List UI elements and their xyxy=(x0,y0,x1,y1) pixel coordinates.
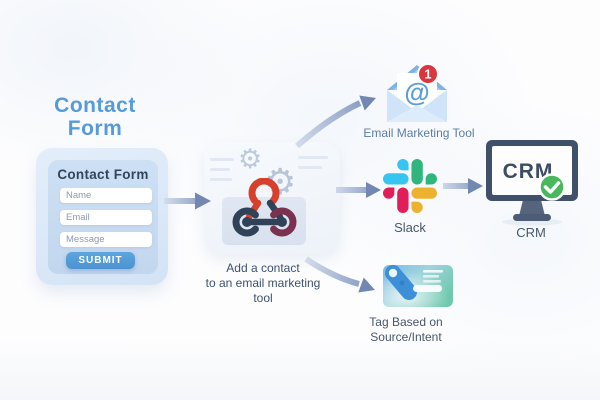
message-field[interactable] xyxy=(60,232,152,247)
monitor-base xyxy=(513,214,551,221)
crm-screen-text: CRM xyxy=(503,160,554,183)
arrow-slack-to-crm xyxy=(443,178,483,194)
webhook-dot-left xyxy=(242,217,252,227)
slack-label: Slack xyxy=(394,220,426,235)
webhook-ring-right xyxy=(270,207,297,237)
name-field[interactable] xyxy=(60,188,152,203)
badge-count: 1 xyxy=(425,68,432,82)
skeleton-line xyxy=(298,156,328,159)
tag-label-line1: Tag Based on xyxy=(369,315,443,329)
automation-caption: Add a contact to an email marketing tool xyxy=(190,261,336,306)
webhook-ring-top xyxy=(248,178,280,209)
webhook-dot-right xyxy=(277,217,287,227)
tag-label-line2: Source/Intent xyxy=(370,329,442,344)
tag-text-line xyxy=(423,280,441,283)
page-title-line2: Form xyxy=(67,117,123,140)
crm-label: CRM xyxy=(516,225,546,240)
contact-form-title: Contact Form xyxy=(57,167,149,182)
skeleton-line xyxy=(210,158,234,161)
email-field[interactable] xyxy=(60,210,152,225)
tag-hole xyxy=(388,268,398,278)
slack-yellow-shape xyxy=(411,187,437,213)
tag-bar xyxy=(413,285,442,292)
gear-icon: ⚙ xyxy=(238,144,263,174)
crm-monitor-icon: CRM xyxy=(486,140,578,226)
check-circle xyxy=(538,173,566,201)
slack-green-shape xyxy=(411,159,437,185)
notification-badge xyxy=(417,63,439,85)
page-title-line1: Contact xyxy=(54,94,136,117)
page-title: Contact Form xyxy=(29,94,161,140)
tag-label: Tag Based on Source/Intent xyxy=(351,315,461,344)
contact-form-card: Contact Form SUBMIT xyxy=(36,148,168,285)
caption-line: Add a contact xyxy=(226,261,300,275)
webhook-icon xyxy=(232,178,297,237)
skeleton-line xyxy=(298,166,322,169)
slack-blue-shape xyxy=(383,159,409,185)
check-icon xyxy=(543,181,561,194)
slack-icon xyxy=(383,159,437,213)
slack-red-shape xyxy=(383,187,409,213)
automation-card: ⚙ ⚙ xyxy=(204,142,340,254)
tag-icon xyxy=(383,265,453,307)
email-marketing-icon: @ 1 xyxy=(387,63,447,122)
envelope-front-fold xyxy=(387,105,447,122)
caption-line: tool xyxy=(253,291,273,305)
caption-line: to an email marketing xyxy=(205,276,321,290)
monitor-neck xyxy=(519,200,545,216)
contact-form-panel: Contact Form SUBMIT xyxy=(48,160,158,274)
email-marketing-label: Email Marketing Tool xyxy=(363,126,475,140)
skeleton-line xyxy=(210,178,232,181)
tag-text-line xyxy=(423,275,439,278)
webhook-ring-left xyxy=(232,207,259,237)
tag-dot xyxy=(399,280,405,286)
skeleton-line xyxy=(210,168,230,171)
arrow-automation-to-slack xyxy=(336,182,381,198)
submit-button[interactable]: SUBMIT xyxy=(66,252,135,269)
tag-text-line xyxy=(423,270,443,273)
